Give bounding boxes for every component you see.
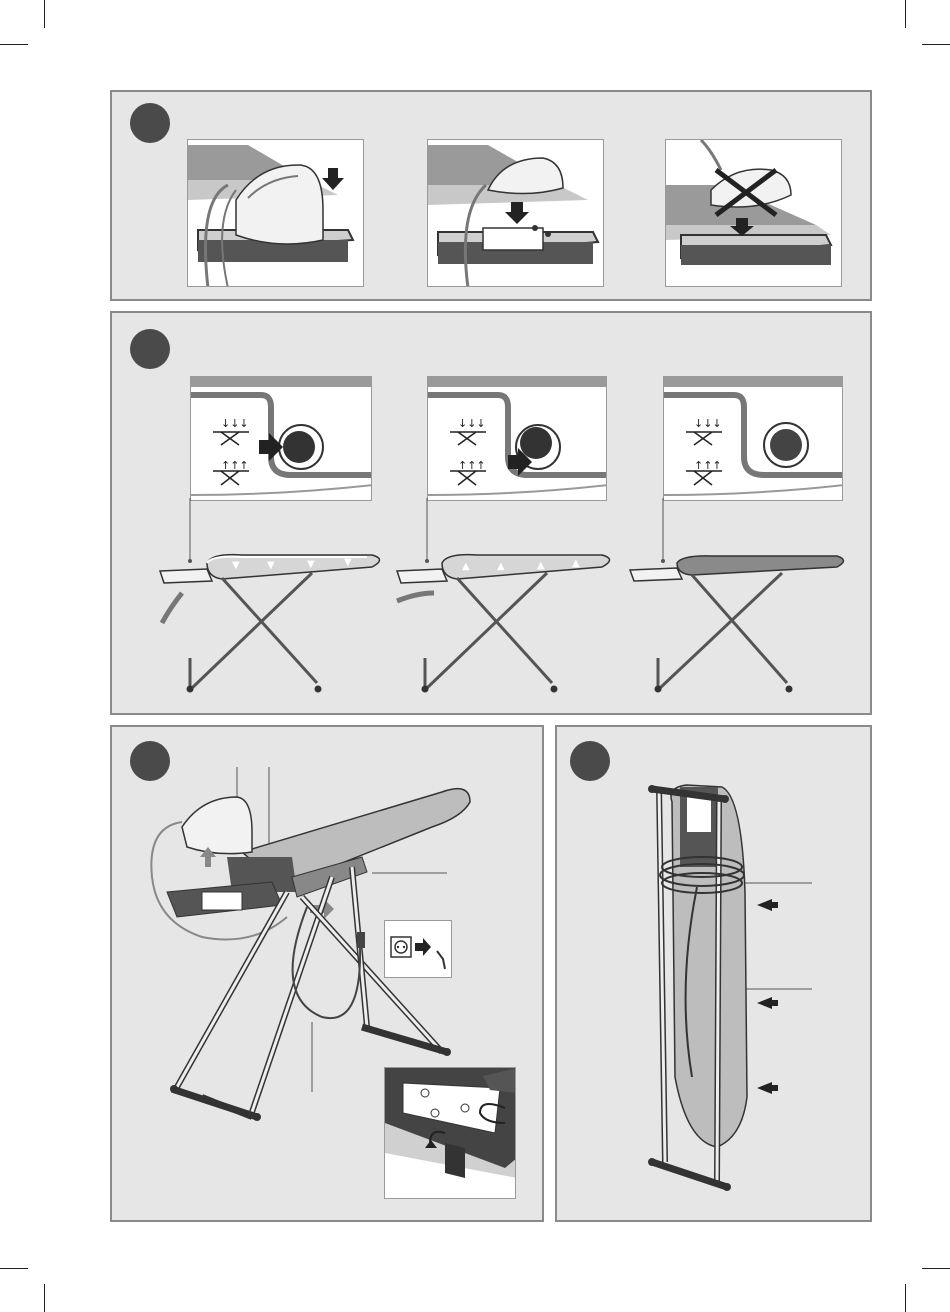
arrow-left-icon xyxy=(757,997,778,1009)
arrow-right-icon xyxy=(259,433,283,461)
airflow-down-icon: ↓↓↓ xyxy=(450,417,486,445)
plug-icon xyxy=(357,932,365,948)
board-blow: ▼ ▼ ▼ ▼ xyxy=(160,555,380,693)
svg-text:▼: ▼ xyxy=(232,560,240,571)
airflow-up-icon: ↑↑↑ xyxy=(450,459,486,485)
crop-mark xyxy=(922,44,950,45)
airflow-up-icon: ↑↑↑ xyxy=(686,459,722,485)
step-marker-1 xyxy=(130,103,170,143)
svg-text:↑↑↑: ↑↑↑ xyxy=(694,459,722,472)
board-suction: ▲ ▲ ▲ ▲ xyxy=(397,555,610,693)
svg-text:↓↓↓: ↓↓↓ xyxy=(458,417,486,430)
airflow-up-icon: ↑↑↑ xyxy=(213,459,249,485)
arrow-left-icon xyxy=(757,899,778,911)
arrow-down-icon xyxy=(505,202,529,224)
board-neutral xyxy=(630,556,844,693)
ironing-boards-row: ▼ ▼ ▼ ▼ ▲ ▲ ▲ ▲ xyxy=(112,483,872,713)
panel-1 xyxy=(110,90,872,301)
iron-placed-into-tray-slot xyxy=(427,139,604,287)
crop-mark xyxy=(905,1284,906,1312)
svg-text:▲: ▲ xyxy=(462,561,470,572)
svg-text:↑↑↑: ↑↑↑ xyxy=(458,459,486,472)
arrow-down-icon xyxy=(322,168,344,190)
svg-text:▼: ▼ xyxy=(344,557,352,568)
iron-set-on-tray xyxy=(187,139,364,287)
crop-mark xyxy=(0,44,28,45)
svg-text:▲: ▲ xyxy=(572,558,580,569)
panel-3 xyxy=(110,725,544,1222)
svg-text:▼: ▼ xyxy=(307,559,315,570)
crop-mark xyxy=(922,1268,950,1269)
folded-board-storage xyxy=(557,727,872,1222)
panel-2: ↓↓↓ ↑↑↑ ↓↓↓ xyxy=(110,311,872,715)
airflow-down-icon: ↓↓↓ xyxy=(686,417,722,445)
socket-icon xyxy=(391,937,411,957)
cord-tray-closeup xyxy=(384,1067,516,1199)
svg-text:↓↓↓: ↓↓↓ xyxy=(694,417,722,430)
wrong-placement-crossed xyxy=(665,139,842,287)
svg-text:↓↓↓: ↓↓↓ xyxy=(221,417,249,430)
plug-into-socket xyxy=(384,920,452,978)
crop-mark xyxy=(905,0,906,28)
crop-mark xyxy=(0,1268,28,1269)
svg-text:▲: ▲ xyxy=(497,561,505,572)
svg-text:▼: ▼ xyxy=(267,560,275,571)
svg-text:▲: ▲ xyxy=(537,560,545,571)
airflow-down-icon: ↓↓↓ xyxy=(213,417,249,445)
crop-mark xyxy=(44,0,45,28)
step-marker-2 xyxy=(130,329,170,369)
svg-text:↑↑↑: ↑↑↑ xyxy=(221,459,249,472)
arrow-left-icon xyxy=(757,1082,778,1094)
panel-4 xyxy=(555,725,872,1222)
arrow-right-icon xyxy=(415,938,431,956)
crop-mark xyxy=(44,1284,45,1312)
